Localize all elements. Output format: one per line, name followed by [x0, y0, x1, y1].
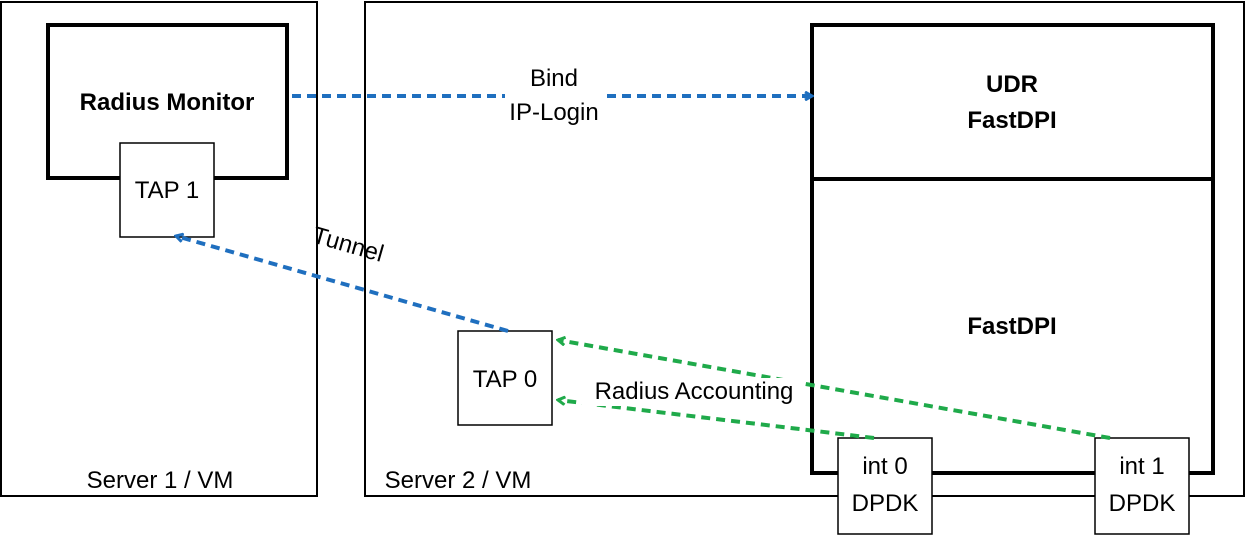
- int0-label-line2: DPDK: [852, 490, 919, 517]
- tunnel-edge: [176, 236, 509, 333]
- radius-monitor-label: Radius Monitor: [80, 89, 255, 116]
- tap1-box: [119, 142, 215, 238]
- udr-box: [810, 23, 1215, 181]
- tap0-label: TAP 0: [473, 366, 537, 393]
- bind-label-line2: IP-Login: [509, 99, 598, 126]
- fastdpi-label: FastDPI: [967, 313, 1056, 340]
- tap0-box: [457, 330, 553, 426]
- int1-label-line2: DPDK: [1109, 490, 1176, 517]
- tap1-label: TAP 1: [135, 177, 199, 204]
- int1-box: [1094, 437, 1190, 535]
- udr-label-line2: FastDPI: [967, 107, 1056, 134]
- udr-label-line1: UDR: [986, 71, 1038, 98]
- accounting-edge-int1: [558, 340, 1111, 440]
- int0-label-line1: int 0: [862, 453, 907, 480]
- int1-label-line1: int 1: [1119, 453, 1164, 480]
- accounting-label: Radius Accounting: [595, 378, 794, 405]
- bind-label-line1: Bind: [530, 65, 578, 92]
- fastdpi-box: [810, 177, 1215, 475]
- int0-box: [837, 437, 933, 535]
- server1-label: Server 1 / VM: [87, 467, 234, 494]
- accounting-edge-int0: [558, 400, 875, 440]
- radius-monitor-box: [46, 23, 289, 180]
- server2-label: Server 2 / VM: [385, 467, 532, 494]
